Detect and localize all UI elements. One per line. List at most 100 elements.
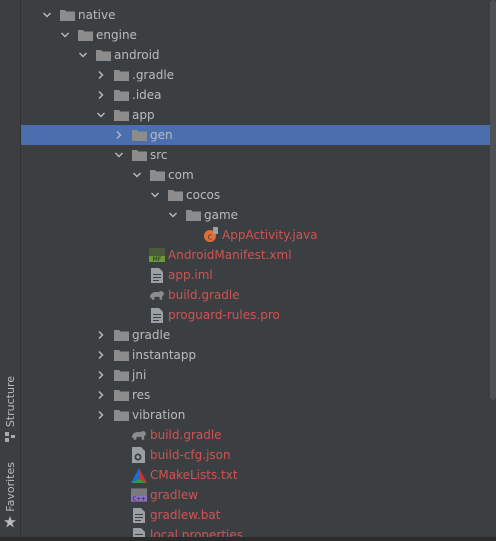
folder-icon xyxy=(113,87,129,103)
tree-row[interactable]: native xyxy=(21,5,490,25)
text-file-icon xyxy=(131,507,147,523)
tree-row[interactable]: app.iml xyxy=(21,265,490,285)
tree-row[interactable]: .idea xyxy=(21,85,490,105)
left-tool-strip: Structure Favorites xyxy=(0,0,21,541)
tree-row-label: app.iml xyxy=(168,268,213,282)
tree-row[interactable]: engine xyxy=(21,25,490,45)
tree-row-label: .gradle xyxy=(132,68,175,82)
chevron-down-icon[interactable] xyxy=(149,185,161,205)
tree-row[interactable]: app xyxy=(21,105,490,125)
tree-row-label: gradlew.bat xyxy=(150,508,221,522)
structure-tab-label: Structure xyxy=(3,376,17,428)
favorites-tab-label: Favorites xyxy=(3,462,17,512)
tree-row[interactable]: build.gradle xyxy=(21,425,490,445)
star-icon xyxy=(4,515,16,531)
folder-icon xyxy=(113,367,129,383)
folder-icon xyxy=(77,27,93,43)
folder-icon xyxy=(113,387,129,403)
tree-row-label: src xyxy=(150,148,168,162)
tree-row[interactable]: android xyxy=(21,45,490,65)
java-class-icon: c xyxy=(203,227,219,243)
svg-text:C++: C++ xyxy=(132,497,146,502)
tree-row[interactable]: res xyxy=(21,385,490,405)
tree-row[interactable]: instantapp xyxy=(21,345,490,365)
tree-row[interactable]: cocos xyxy=(21,185,490,205)
folder-icon xyxy=(185,207,201,223)
chevron-down-icon[interactable] xyxy=(77,45,89,65)
tree-row-label: vibration xyxy=(132,408,186,422)
gradle-icon xyxy=(149,287,165,303)
tree-row[interactable]: c AppActivity.java xyxy=(21,225,490,245)
tree-row-label: AndroidManifest.xml xyxy=(168,248,292,262)
tree-row-label: build.gradle xyxy=(150,428,222,442)
chevron-right-icon[interactable] xyxy=(95,365,107,385)
cmake-icon xyxy=(131,467,147,483)
tree-row[interactable]: .gradle xyxy=(21,65,490,85)
tree-row[interactable]: com xyxy=(21,165,490,185)
structure-tab[interactable]: Structure xyxy=(1,376,19,445)
text-file-icon xyxy=(149,267,165,283)
scrollbar-thumb[interactable] xyxy=(490,0,496,400)
tree-row[interactable]: gradlew.bat xyxy=(21,505,490,525)
favorites-tab[interactable]: Favorites xyxy=(1,462,19,531)
tree-row[interactable]: gen xyxy=(21,125,490,145)
folder-icon xyxy=(113,67,129,83)
folder-icon xyxy=(95,47,111,63)
tree-row[interactable]: gradle xyxy=(21,325,490,345)
chevron-right-icon[interactable] xyxy=(95,385,107,405)
tree-row-label: native xyxy=(78,8,116,22)
tree-row-label: gradlew xyxy=(150,488,199,502)
chevron-right-icon[interactable] xyxy=(95,345,107,365)
tree-row[interactable]: C++ gradlew xyxy=(21,485,490,505)
tree-row-label: cocos xyxy=(186,188,221,202)
chevron-down-icon[interactable] xyxy=(59,25,71,45)
tree-row-label: app xyxy=(132,108,155,122)
chevron-right-icon[interactable] xyxy=(95,65,107,85)
folder-icon xyxy=(113,107,129,123)
folder-icon xyxy=(113,347,129,363)
chevron-right-icon[interactable] xyxy=(95,325,107,345)
chevron-down-icon[interactable] xyxy=(131,165,143,185)
tree-row[interactable]: src xyxy=(21,145,490,165)
tree-row-label: AppActivity.java xyxy=(222,228,318,242)
tree-row-label: instantapp xyxy=(132,348,197,362)
tree-row-label: build.gradle xyxy=(168,288,240,302)
svg-text:c: c xyxy=(208,233,213,243)
tree-row-label: com xyxy=(168,168,194,182)
tree-row-label: game xyxy=(204,208,239,222)
tree-row-label: .idea xyxy=(132,88,162,102)
tree-row[interactable]: CMakeLists.txt xyxy=(21,465,490,485)
chevron-down-icon[interactable] xyxy=(167,205,179,225)
tree-row[interactable]: build.gradle xyxy=(21,285,490,305)
folder-icon xyxy=(167,187,183,203)
folder-icon xyxy=(113,407,129,423)
tree-row-label: proguard-rules.pro xyxy=(168,308,280,322)
tree-row[interactable]: vibration xyxy=(21,405,490,425)
folder-icon xyxy=(113,327,129,343)
structure-icon xyxy=(5,431,15,445)
tree-row-label: jni xyxy=(132,368,147,382)
tree-row[interactable]: build-cfg.json xyxy=(21,445,490,465)
tree-row-label: android xyxy=(114,48,160,62)
tree-row[interactable]: MF AndroidManifest.xml xyxy=(21,245,490,265)
folder-icon xyxy=(131,147,147,163)
tree-row[interactable]: jni xyxy=(21,365,490,385)
text-file-icon xyxy=(149,307,165,323)
tree-row-label: build-cfg.json xyxy=(150,448,231,462)
tree-row-label: engine xyxy=(96,28,137,42)
tree-row-label: gradle xyxy=(132,328,171,342)
tree-row[interactable]: game xyxy=(21,205,490,225)
chevron-down-icon[interactable] xyxy=(113,145,125,165)
chevron-right-icon[interactable] xyxy=(95,405,107,425)
tree-scrollbar[interactable] xyxy=(490,0,496,541)
chevron-down-icon[interactable] xyxy=(41,5,53,25)
tree-row[interactable]: proguard-rules.pro xyxy=(21,305,490,325)
chevron-right-icon[interactable] xyxy=(113,125,125,145)
gradle-icon xyxy=(131,427,147,443)
chevron-right-icon[interactable] xyxy=(95,85,107,105)
chevron-down-icon[interactable] xyxy=(95,105,107,125)
folder-icon xyxy=(131,127,147,143)
project-tree: native engine android .gradle .idea app gen src… xyxy=(21,0,490,541)
svg-text:MF: MF xyxy=(153,256,162,262)
json-file-icon xyxy=(131,447,147,463)
